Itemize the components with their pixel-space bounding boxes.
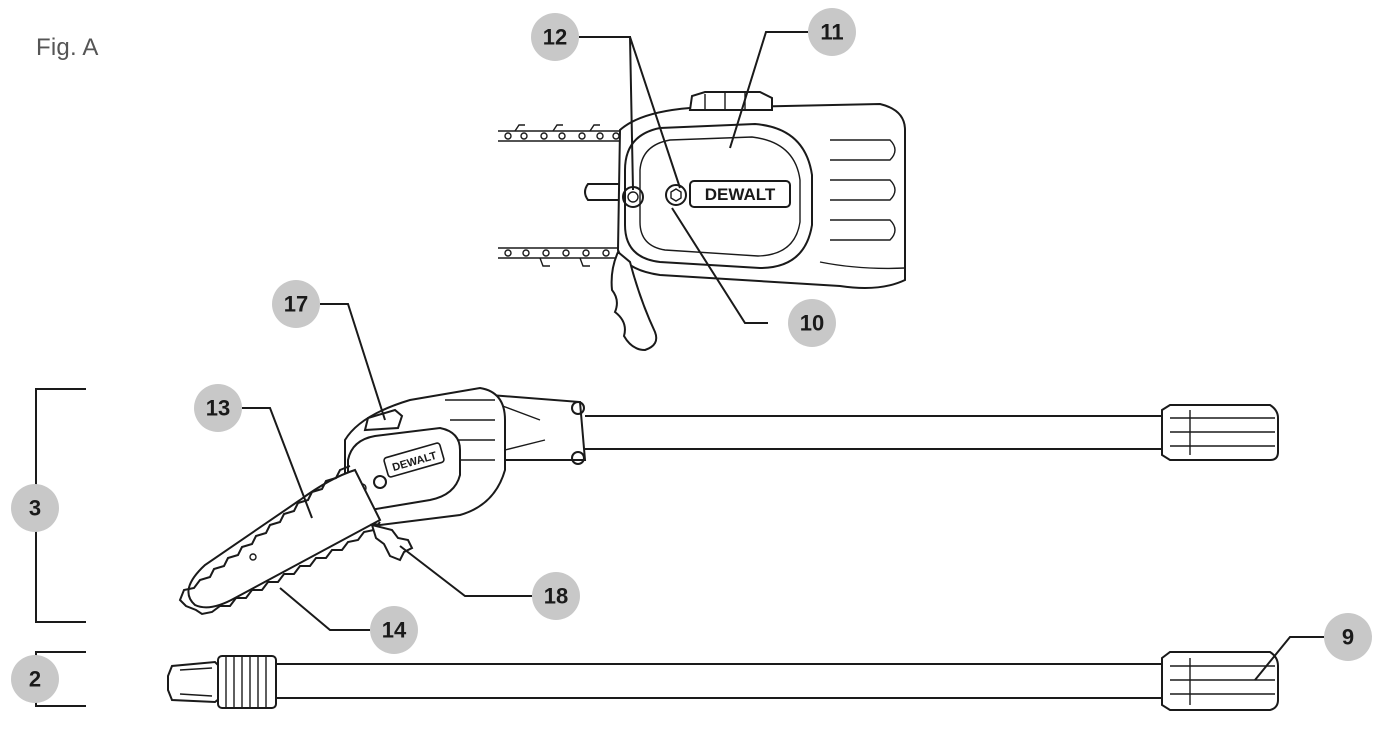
saw-chain — [178, 465, 381, 616]
detail-brand-logo: DEWALT — [705, 185, 776, 204]
svg-text:13: 13 — [206, 396, 230, 421]
detail-cooling-fins — [819, 139, 906, 270]
svg-text:9: 9 — [1342, 625, 1354, 650]
svg-text:2: 2 — [29, 667, 41, 692]
callout-17: 17 — [272, 280, 320, 328]
detail-chain-lower — [498, 247, 625, 267]
lower-pole-connector-tip — [167, 660, 221, 704]
head-trigger — [370, 523, 414, 562]
detail-view: DEWALT — [498, 91, 906, 352]
head-brand-badge — [383, 442, 445, 478]
detail-chain-upper — [498, 124, 625, 142]
upper-pole-end-cap — [1161, 404, 1279, 461]
callout-9: 9 — [1324, 613, 1372, 661]
head-tension-knob — [363, 408, 404, 432]
lower-pole-end-cap — [1161, 651, 1279, 711]
lower-pole-threaded-coupler — [217, 655, 277, 709]
pole-saw-head-assembly: DEWALT — [178, 386, 1279, 616]
leader-lines — [242, 31, 1324, 681]
callout-3: 3 — [11, 484, 59, 532]
svg-text:18: 18 — [544, 584, 568, 609]
callout-13: 13 — [194, 384, 242, 432]
svg-text:14: 14 — [382, 618, 407, 643]
figure-title: Fig. A — [36, 34, 99, 61]
svg-text:17: 17 — [284, 292, 308, 317]
callout-10: 10 — [788, 299, 836, 347]
detail-bar-tip — [584, 183, 625, 201]
guide-bar — [187, 468, 382, 609]
callout-2: 2 — [11, 655, 59, 703]
detail-brand-badge — [689, 180, 791, 208]
svg-text:10: 10 — [800, 311, 824, 336]
callout-11: 11 — [808, 8, 856, 56]
callout-18: 18 — [532, 572, 580, 620]
detail-top-knob — [688, 91, 773, 111]
head-bolt — [373, 475, 387, 489]
svg-text:3: 3 — [29, 496, 41, 521]
callout-12: 12 — [531, 13, 579, 61]
detail-trigger — [610, 250, 658, 352]
callout-14: 14 — [370, 606, 418, 654]
svg-text:11: 11 — [820, 20, 843, 45]
lower-pole-assembly — [167, 651, 1279, 711]
svg-text:12: 12 — [543, 25, 567, 50]
detail-bolt-right — [665, 184, 687, 206]
